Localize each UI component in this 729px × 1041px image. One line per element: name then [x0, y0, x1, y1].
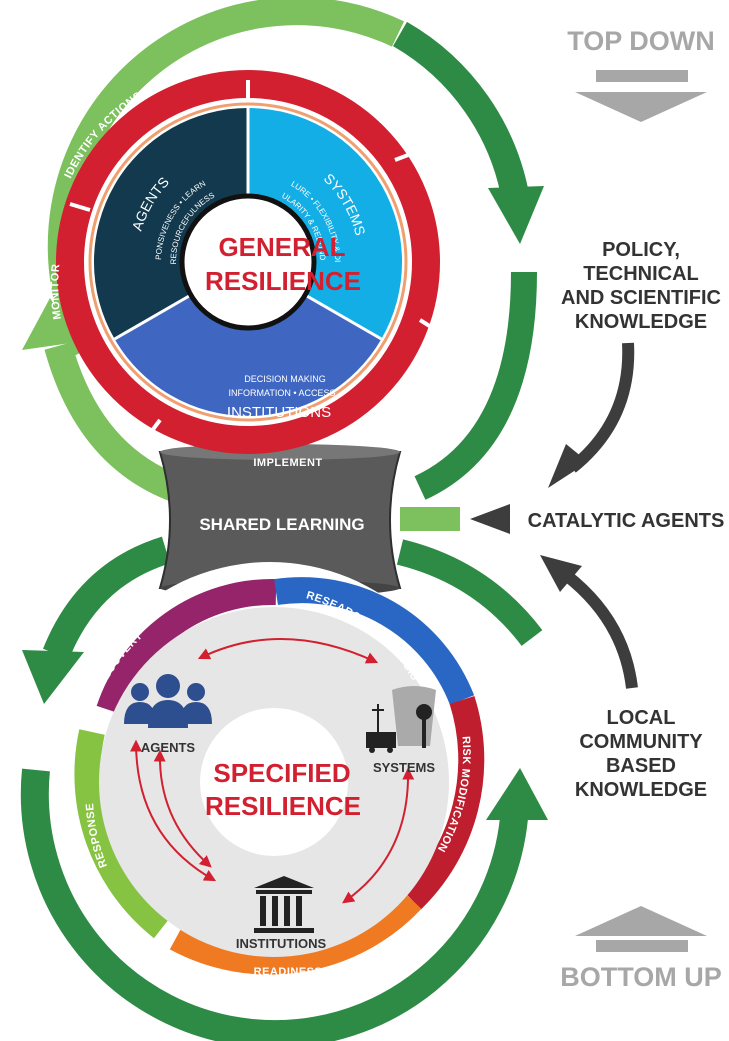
- systems-label: SYSTEMS: [373, 760, 435, 775]
- local-knowledge-label: LOCAL COMMUNITY BASED KNOWLEDGE: [575, 707, 707, 801]
- catalytic-pointer-icon: [470, 504, 510, 534]
- institutions-building-icon: [254, 876, 314, 933]
- agents-people-icon: [124, 674, 212, 728]
- bottom-up-arrow-icon: [575, 906, 707, 952]
- bottom-up-label: BOTTOM UP: [560, 962, 722, 992]
- cycle-monitor: MONITOR: [49, 263, 64, 320]
- policy-knowledge-label: POLICY, TECHNICAL AND SCIENTIFIC KNOWLED…: [561, 239, 721, 333]
- institutions-line1: DECISION MAKING: [244, 374, 326, 384]
- institutions-label: INSTITUTIONS: [236, 936, 327, 951]
- top-left-arrowhead-icon: [22, 298, 78, 350]
- svg-text:COMMUNITY: COMMUNITY: [579, 731, 703, 753]
- institutions-title: INSTITUTIONS: [227, 404, 331, 421]
- cycle-implement: IMPLEMENT: [253, 457, 322, 469]
- general-resilience-wheel: [56, 70, 440, 454]
- specified-resilience-wheel: [64, 562, 485, 975]
- cycle-readiness: READINESS: [254, 966, 323, 978]
- catalytic-agents-label: CATALYTIC AGENTS: [528, 510, 725, 532]
- specified-title-line1: SPECIFIED: [213, 758, 350, 788]
- general-title-line1: GENERAL: [218, 232, 345, 262]
- agents-label: AGENTS: [141, 740, 196, 755]
- svg-text:POLICY,: POLICY,: [602, 239, 680, 261]
- svg-text:LOCAL: LOCAL: [607, 707, 676, 729]
- shared-learning-label: SHARED LEARNING: [199, 515, 364, 534]
- cycle-design: DESIGN: [475, 264, 491, 311]
- top-right-arrowhead-icon: [488, 186, 544, 244]
- bottom-right-arrowhead-icon: [486, 768, 548, 820]
- svg-text:AND SCIENTIFIC: AND SCIENTIFIC: [561, 287, 721, 309]
- top-down-arrow-icon: [575, 70, 707, 122]
- svg-text:KNOWLEDGE: KNOWLEDGE: [575, 779, 707, 801]
- svg-text:KNOWLEDGE: KNOWLEDGE: [575, 311, 707, 333]
- local-to-catalytic-arrow-icon: [562, 570, 638, 689]
- specified-title-line2: RESILIENCE: [205, 791, 361, 821]
- policy-to-catalytic-arrow-icon: [568, 342, 635, 473]
- institutions-line2: INFORMATION • ACCESS: [229, 388, 336, 398]
- policy-arrowhead-icon: [548, 444, 588, 488]
- local-arrowhead-icon: [540, 555, 582, 592]
- svg-text:TECHNICAL: TECHNICAL: [583, 263, 699, 285]
- general-title-line2: RESILIENCE: [205, 266, 361, 296]
- top-down-label: TOP DOWN: [567, 26, 715, 56]
- bottom-left-arrowhead-icon: [22, 650, 84, 704]
- systems-industry-icon: [366, 686, 436, 753]
- bottom-loop-arrows: [20, 536, 548, 1041]
- svg-text:BASED: BASED: [606, 755, 676, 777]
